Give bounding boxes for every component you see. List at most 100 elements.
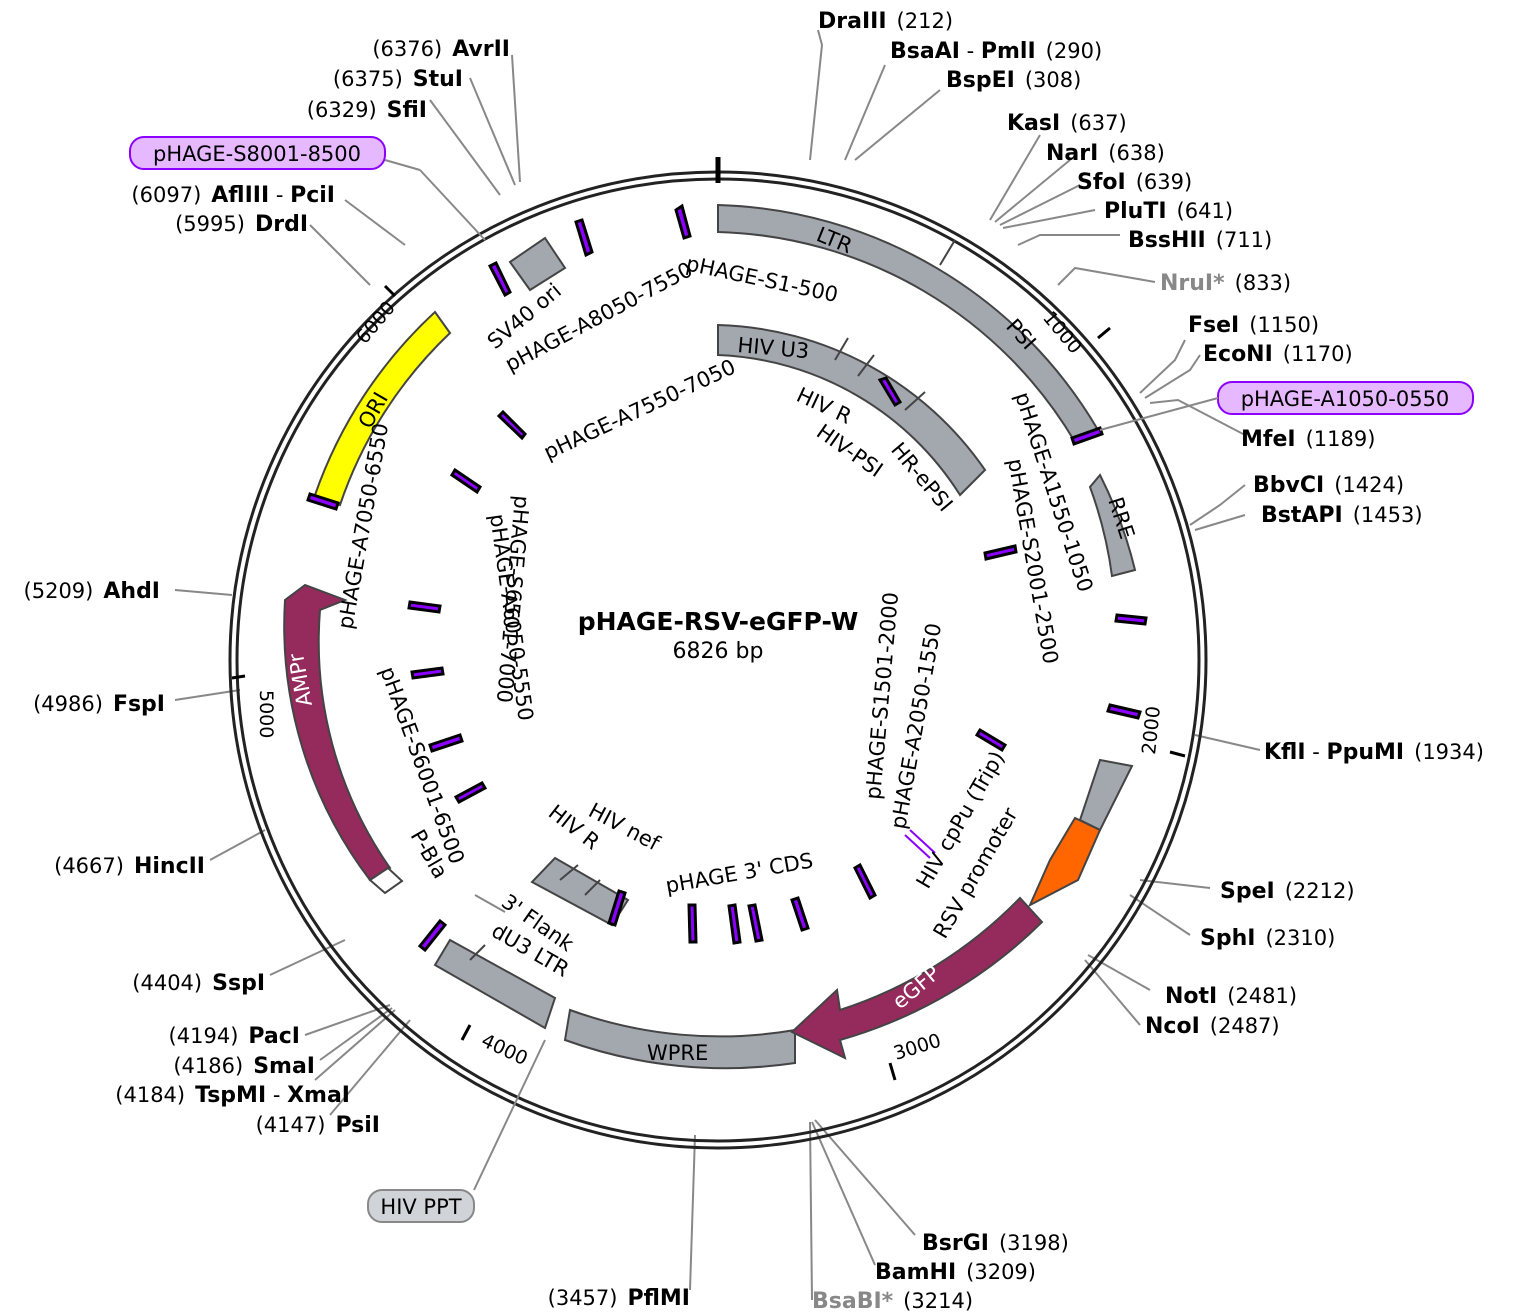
enzyme-fspi[interactable]: (4986)FspI xyxy=(33,692,165,717)
hiv-cppu-feature[interactable] xyxy=(1078,758,1134,832)
tick-label-3000: 3000 xyxy=(891,1030,944,1065)
enzyme-fsei[interactable]: FseI(1150) xyxy=(1188,313,1319,338)
tick-label-4000: 4000 xyxy=(478,1030,531,1070)
enzyme-hincii[interactable]: (4667)HincII xyxy=(54,854,205,879)
wpre-feature[interactable] xyxy=(563,1008,796,1070)
boxed-label-s8001-text: pHAGE-S8001-8500 xyxy=(153,142,361,166)
ampr-feature[interactable] xyxy=(283,583,392,882)
hiv-u3-feature[interactable] xyxy=(717,323,987,497)
plasmid-name: pHAGE-RSV-eGFP-W xyxy=(578,607,859,636)
enzyme-bsaai-pmli[interactable]: BsaAI - PmlI(290) xyxy=(890,39,1102,64)
enzyme-ncoi[interactable]: NcoI(2487) xyxy=(1145,1014,1280,1039)
boxed-label-a1050-text: pHAGE-A1050-0550 xyxy=(1241,387,1450,411)
boxed-label-hiv-ppt[interactable]: HIV PPT xyxy=(367,1189,475,1223)
enzyme-spei[interactable]: SpeI(2212) xyxy=(1220,879,1355,904)
hiv-u3-label: HIV U3 xyxy=(737,333,811,363)
enzyme-nrui[interactable]: NruI*(833) xyxy=(1160,271,1291,296)
primer-mark[interactable] xyxy=(1106,703,1142,720)
leader-s8001 xyxy=(384,159,421,171)
enzyme-smai[interactable]: (4186)SmaI xyxy=(173,1054,315,1079)
enzyme-noti[interactable]: NotI(2481) xyxy=(1165,984,1297,1009)
enzyme-sphi[interactable]: SphI(2310) xyxy=(1200,926,1335,951)
enzyme-sfoi[interactable]: SfoI(639) xyxy=(1077,170,1192,195)
tick-2000 xyxy=(1169,750,1186,758)
enzyme-bsshii[interactable]: BssHII(711) xyxy=(1128,228,1272,253)
primer-mark[interactable] xyxy=(410,666,445,680)
primer-mark[interactable] xyxy=(417,918,448,953)
primer-mark[interactable] xyxy=(496,409,527,441)
enzyme-pluti[interactable]: PluTI(641) xyxy=(1104,199,1233,224)
primer-mark[interactable] xyxy=(747,903,764,943)
rre-feature[interactable] xyxy=(1088,473,1137,578)
enzyme-tspmi-xmai[interactable]: (4184)TspMI - XmaI xyxy=(115,1083,350,1108)
primer-mark[interactable] xyxy=(853,862,877,901)
enzyme-kasi[interactable]: KasI(637) xyxy=(1007,111,1127,136)
phage-3cds-label: pHAGE 3' CDS xyxy=(664,848,815,898)
tick-1000 xyxy=(1097,326,1111,340)
sv40-ori-feature[interactable] xyxy=(508,236,567,292)
enzyme-psii[interactable]: (4147)PsiI xyxy=(256,1113,380,1138)
hiv-psi-label: HIV-PSI xyxy=(812,419,887,482)
boxed-label-s8001-8500[interactable]: pHAGE-S8001-8500 xyxy=(129,136,386,170)
enzyme-bamhi[interactable]: BamHI(3209) xyxy=(875,1260,1036,1285)
enzyme-bspei[interactable]: BspEI(308) xyxy=(946,68,1081,93)
enzyme-bsabi[interactable]: BsaBI*(3214) xyxy=(812,1289,973,1314)
tick-label-5000: 5000 xyxy=(255,690,277,738)
hiv-nef-label: HIV nef xyxy=(585,798,664,855)
primer-mark[interactable] xyxy=(449,467,483,495)
leader-s8001-b xyxy=(419,169,486,241)
enzyme-avrii[interactable]: (6376)AvrII xyxy=(372,37,510,62)
leader-hiv-ppt xyxy=(473,1039,546,1191)
leader-a1050 xyxy=(1099,397,1219,431)
tick-6000 xyxy=(383,284,397,298)
enzyme-afliii-pcii[interactable]: (6097)AflIII - PciI xyxy=(131,183,335,208)
primer-mark[interactable] xyxy=(974,727,1008,753)
primer-mark[interactable] xyxy=(877,376,903,408)
enzyme-sfii[interactable]: (6329)SfiI xyxy=(307,98,427,123)
primer-mark[interactable] xyxy=(1114,613,1148,626)
enzyme-nari[interactable]: NarI(638) xyxy=(1046,141,1165,166)
primer-mark[interactable] xyxy=(983,544,1018,561)
enzyme-bstapi[interactable]: BstAPI(1453) xyxy=(1261,503,1423,528)
primer-mark[interactable] xyxy=(306,492,340,511)
primer-mark[interactable] xyxy=(607,889,627,927)
enzyme-sspi[interactable]: (4404)SspI xyxy=(132,971,265,996)
ori-feature[interactable] xyxy=(313,310,452,507)
enzyme-mfei[interactable]: MfeI(1189) xyxy=(1241,427,1375,452)
boxed-label-a1050-0550[interactable]: pHAGE-A1050-0550 xyxy=(1217,381,1474,415)
enzyme-draiii[interactable]: DraIII(212) xyxy=(818,9,953,34)
primer-mark[interactable] xyxy=(674,203,692,240)
primer-mark[interactable] xyxy=(407,600,442,614)
plasmid-length: 6826 bp xyxy=(673,639,764,664)
enzyme-ahdi[interactable]: (5209)AhdI xyxy=(24,579,160,604)
enzyme-kfli-ppumi[interactable]: KflI - PpuMI(1934) xyxy=(1264,740,1484,765)
tick-4000 xyxy=(460,1024,472,1041)
rsv-promoter-feature[interactable] xyxy=(1027,816,1102,908)
enzyme-bsrgi[interactable]: BsrGI(3198) xyxy=(922,1231,1069,1256)
primer-mark[interactable] xyxy=(487,260,512,298)
primer-mark[interactable] xyxy=(453,781,488,804)
hiv-cppu-marks xyxy=(904,829,936,859)
primer-mark[interactable] xyxy=(687,903,698,944)
enzyme-econi[interactable]: EcoNI(1170) xyxy=(1203,342,1353,367)
du3-ltr-feature[interactable] xyxy=(433,938,557,1030)
primer-mark[interactable] xyxy=(428,733,464,753)
ltr-psi-divider xyxy=(939,239,956,266)
p-bla-feature[interactable] xyxy=(368,866,404,895)
boxed-label-hiv-ppt-text: HIV PPT xyxy=(380,1195,461,1219)
tick-5000 xyxy=(231,674,246,680)
enzyme-stui[interactable]: (6375)StuI xyxy=(333,67,463,92)
enzyme-drdi[interactable]: (5995)DrdI xyxy=(175,212,308,237)
primer-mark[interactable] xyxy=(790,896,810,932)
primer-mark[interactable] xyxy=(727,903,742,945)
primer-mark[interactable] xyxy=(1070,426,1104,446)
feature-dividers xyxy=(469,337,926,961)
primer-label-s1-500: pHAGE-S1-500 xyxy=(684,251,840,307)
primer-marks xyxy=(306,203,1148,953)
enzyme-pflmi[interactable]: (3457)PflMI xyxy=(548,1286,690,1311)
enzyme-bbvci[interactable]: BbvCI(1424) xyxy=(1253,473,1404,498)
enzyme-paci[interactable]: (4194)PacI xyxy=(169,1024,300,1049)
egfp-feature[interactable] xyxy=(790,896,1044,1060)
primer-mark[interactable] xyxy=(574,218,594,258)
